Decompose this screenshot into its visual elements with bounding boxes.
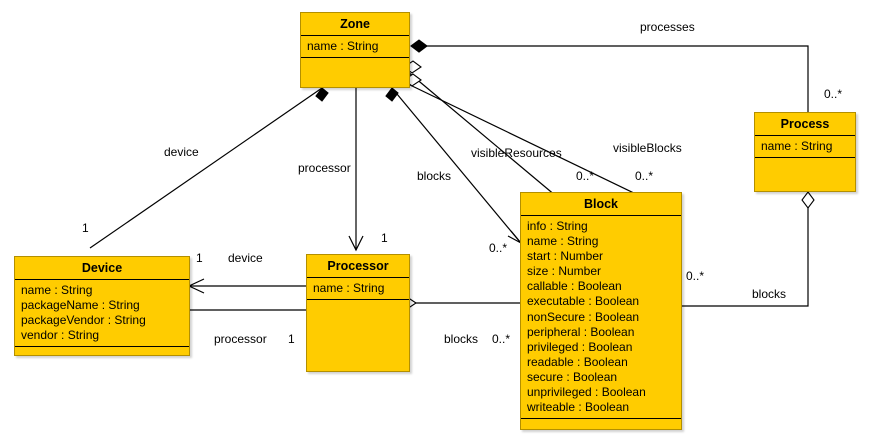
label-processor-zone-multiplicity: 1 [381,231,388,245]
class-processor[interactable]: Processor name : String [306,254,410,372]
attribute: nonSecure : Boolean [527,309,640,324]
attribute: writeable : Boolean [527,400,630,415]
label-blocks-process: blocks [752,287,787,301]
edge-zone-device [89,87,323,249]
label-processes-multiplicity: 0..* [824,87,843,101]
label-blocks-processor: blocks [444,332,479,346]
attribute: start : Number [527,249,604,264]
class-device-name: Device [15,257,189,280]
class-block-operations [521,419,681,429]
attribute: packageName : String [21,298,140,313]
label-processor-zone: processor [298,161,351,175]
label-blocks-process-multiplicity: 0..* [686,269,705,283]
label-device-zone-multiplicity: 1 [82,221,89,235]
attribute: packageVendor : String [21,313,146,328]
attribute: callable : Boolean [527,279,622,294]
attribute: name : String [313,281,385,295]
diamond-zone-block [385,87,399,102]
diamond-zone-device [315,87,329,102]
attribute: name : String [307,39,379,53]
class-processor-name: Processor [307,255,409,278]
edge-process-block [682,192,809,307]
attribute: vendor : String [21,328,100,343]
class-process-operations [755,158,855,191]
class-zone-operations [301,58,409,87]
class-processor-attributes: name : String [307,278,409,301]
attribute: unprivileged : Boolean [527,385,646,400]
class-block[interactable]: Block info : String name : String start … [520,192,682,430]
label-visibleresources-multiplicity: 0..* [576,169,595,183]
edge-zone-process [420,45,809,112]
arrow-to-processor [348,235,364,252]
attribute: readable : Boolean [527,354,628,369]
class-device[interactable]: Device name : String packageName : Strin… [14,256,190,356]
label-processes: processes [640,20,695,34]
class-block-name: Block [521,193,681,216]
class-device-attributes: name : String packageName : String packa… [15,280,189,348]
attribute: privileged : Boolean [527,339,633,354]
label-device-association: device [228,251,263,265]
label-visibleblocks-multiplicity: 0..* [635,169,654,183]
edge-arrowheads [173,39,815,317]
class-processor-operations [307,300,409,371]
class-process-attributes: name : String [755,136,855,159]
class-device-operations [15,347,189,355]
class-process-name: Process [755,113,855,136]
label-blocks-zone: blocks [417,169,452,183]
class-block-attributes: info : String name : String start : Numb… [521,216,681,420]
attribute: info : String [527,219,588,233]
edge-zone-block [391,87,521,243]
attribute: peripheral : Boolean [527,324,635,339]
label-device-zone: device [164,145,199,159]
label-visibleresources: visibleResources [471,146,562,160]
class-zone-attributes: name : String [301,36,409,59]
arrow-to-device [187,278,205,294]
class-process[interactable]: Process name : String [754,112,856,192]
attribute: name : String [527,234,599,249]
label-device-association-multiplicity: 1 [196,251,203,265]
attribute: size : Number [527,264,602,279]
attribute: name : String [761,139,833,153]
class-zone-name: Zone [301,13,409,36]
class-zone[interactable]: Zone name : String [300,12,410,88]
label-blocks-zone-multiplicity: 0..* [489,241,508,255]
label-processor-association-multiplicity: 1 [288,332,295,346]
label-blocks-processor-multiplicity: 0..* [492,332,511,346]
diamond-process-block [801,191,815,209]
attribute: executable : Boolean [527,294,640,309]
attribute: name : String [21,283,93,297]
label-visibleblocks: visibleBlocks [613,141,682,155]
label-processor-association: processor [214,332,267,346]
attribute: secure : Boolean [527,369,618,384]
diamond-zone-process [410,39,428,53]
